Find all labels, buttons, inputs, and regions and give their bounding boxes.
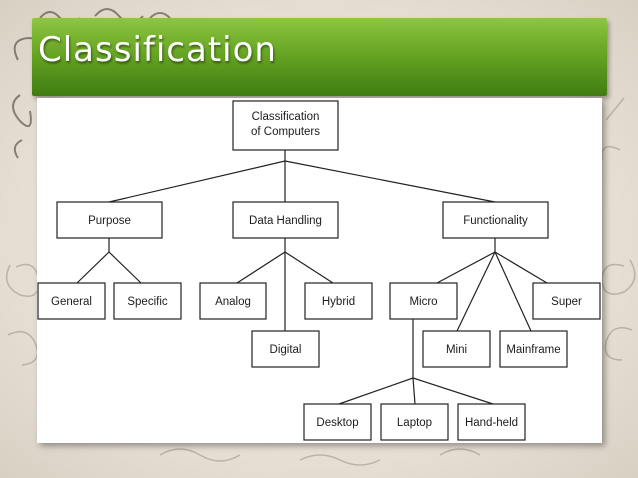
node-root-line2: of Computers xyxy=(251,126,320,138)
node-super: Super xyxy=(532,282,601,320)
node-desktop-label: Desktop xyxy=(316,417,358,429)
node-mainframe-label: Mainframe xyxy=(506,344,560,356)
edge-functionality-super xyxy=(494,251,548,284)
node-general: General xyxy=(37,282,106,320)
node-micro-label: Micro xyxy=(409,296,437,308)
node-general-label: General xyxy=(51,296,92,308)
node-laptop: Laptop xyxy=(380,403,449,441)
edge-functionality-mini xyxy=(456,251,496,332)
node-purpose-label: Purpose xyxy=(88,215,131,227)
title-bar xyxy=(32,18,607,96)
diagram-edges xyxy=(76,150,548,405)
edge-purpose-specific xyxy=(108,251,142,284)
node-laptop-label: Laptop xyxy=(397,417,432,429)
slide-title: Classification xyxy=(38,30,277,70)
edge-micro-laptop xyxy=(412,377,416,405)
edge-root-functionality xyxy=(284,160,496,203)
node-functionality: Functionality xyxy=(442,201,549,239)
edge-root-purpose xyxy=(108,160,286,203)
edge-micro-desktop xyxy=(338,377,414,405)
node-super-label: Super xyxy=(551,296,582,308)
edge-functionality-mainframe xyxy=(494,251,532,332)
node-data-handling: Data Handling xyxy=(232,201,339,239)
node-micro: Micro xyxy=(389,282,458,320)
node-mini-label: Mini xyxy=(446,344,467,356)
edge-micro-handheld xyxy=(412,377,494,405)
node-digital: Digital xyxy=(251,330,320,368)
diagram-panel xyxy=(37,98,602,443)
edge-purpose-general xyxy=(76,251,110,284)
node-hybrid: Hybrid xyxy=(304,282,373,320)
edge-functionality-micro xyxy=(436,251,496,284)
classification-diagram: Classification of Computers Purpose Data… xyxy=(37,100,601,441)
node-functionality-label: Functionality xyxy=(463,215,528,227)
node-handheld: Hand-held xyxy=(457,403,526,441)
node-analog-label: Analog xyxy=(215,296,251,308)
node-specific-label: Specific xyxy=(127,296,168,308)
edge-data-handling-hybrid xyxy=(284,251,334,284)
node-digital-label: Digital xyxy=(270,344,302,356)
edge-data-handling-analog xyxy=(236,251,286,284)
node-hybrid-label: Hybrid xyxy=(322,296,355,308)
node-specific: Specific xyxy=(113,282,182,320)
node-analog: Analog xyxy=(199,282,267,320)
node-desktop: Desktop xyxy=(303,403,372,441)
node-mainframe: Mainframe xyxy=(499,330,568,368)
node-root-line1: Classification xyxy=(252,111,320,123)
node-purpose: Purpose xyxy=(56,201,163,239)
node-data-handling-label: Data Handling xyxy=(249,215,322,227)
node-root: Classification of Computers xyxy=(232,100,339,151)
node-handheld-label: Hand-held xyxy=(465,417,518,429)
node-mini: Mini xyxy=(422,330,491,368)
